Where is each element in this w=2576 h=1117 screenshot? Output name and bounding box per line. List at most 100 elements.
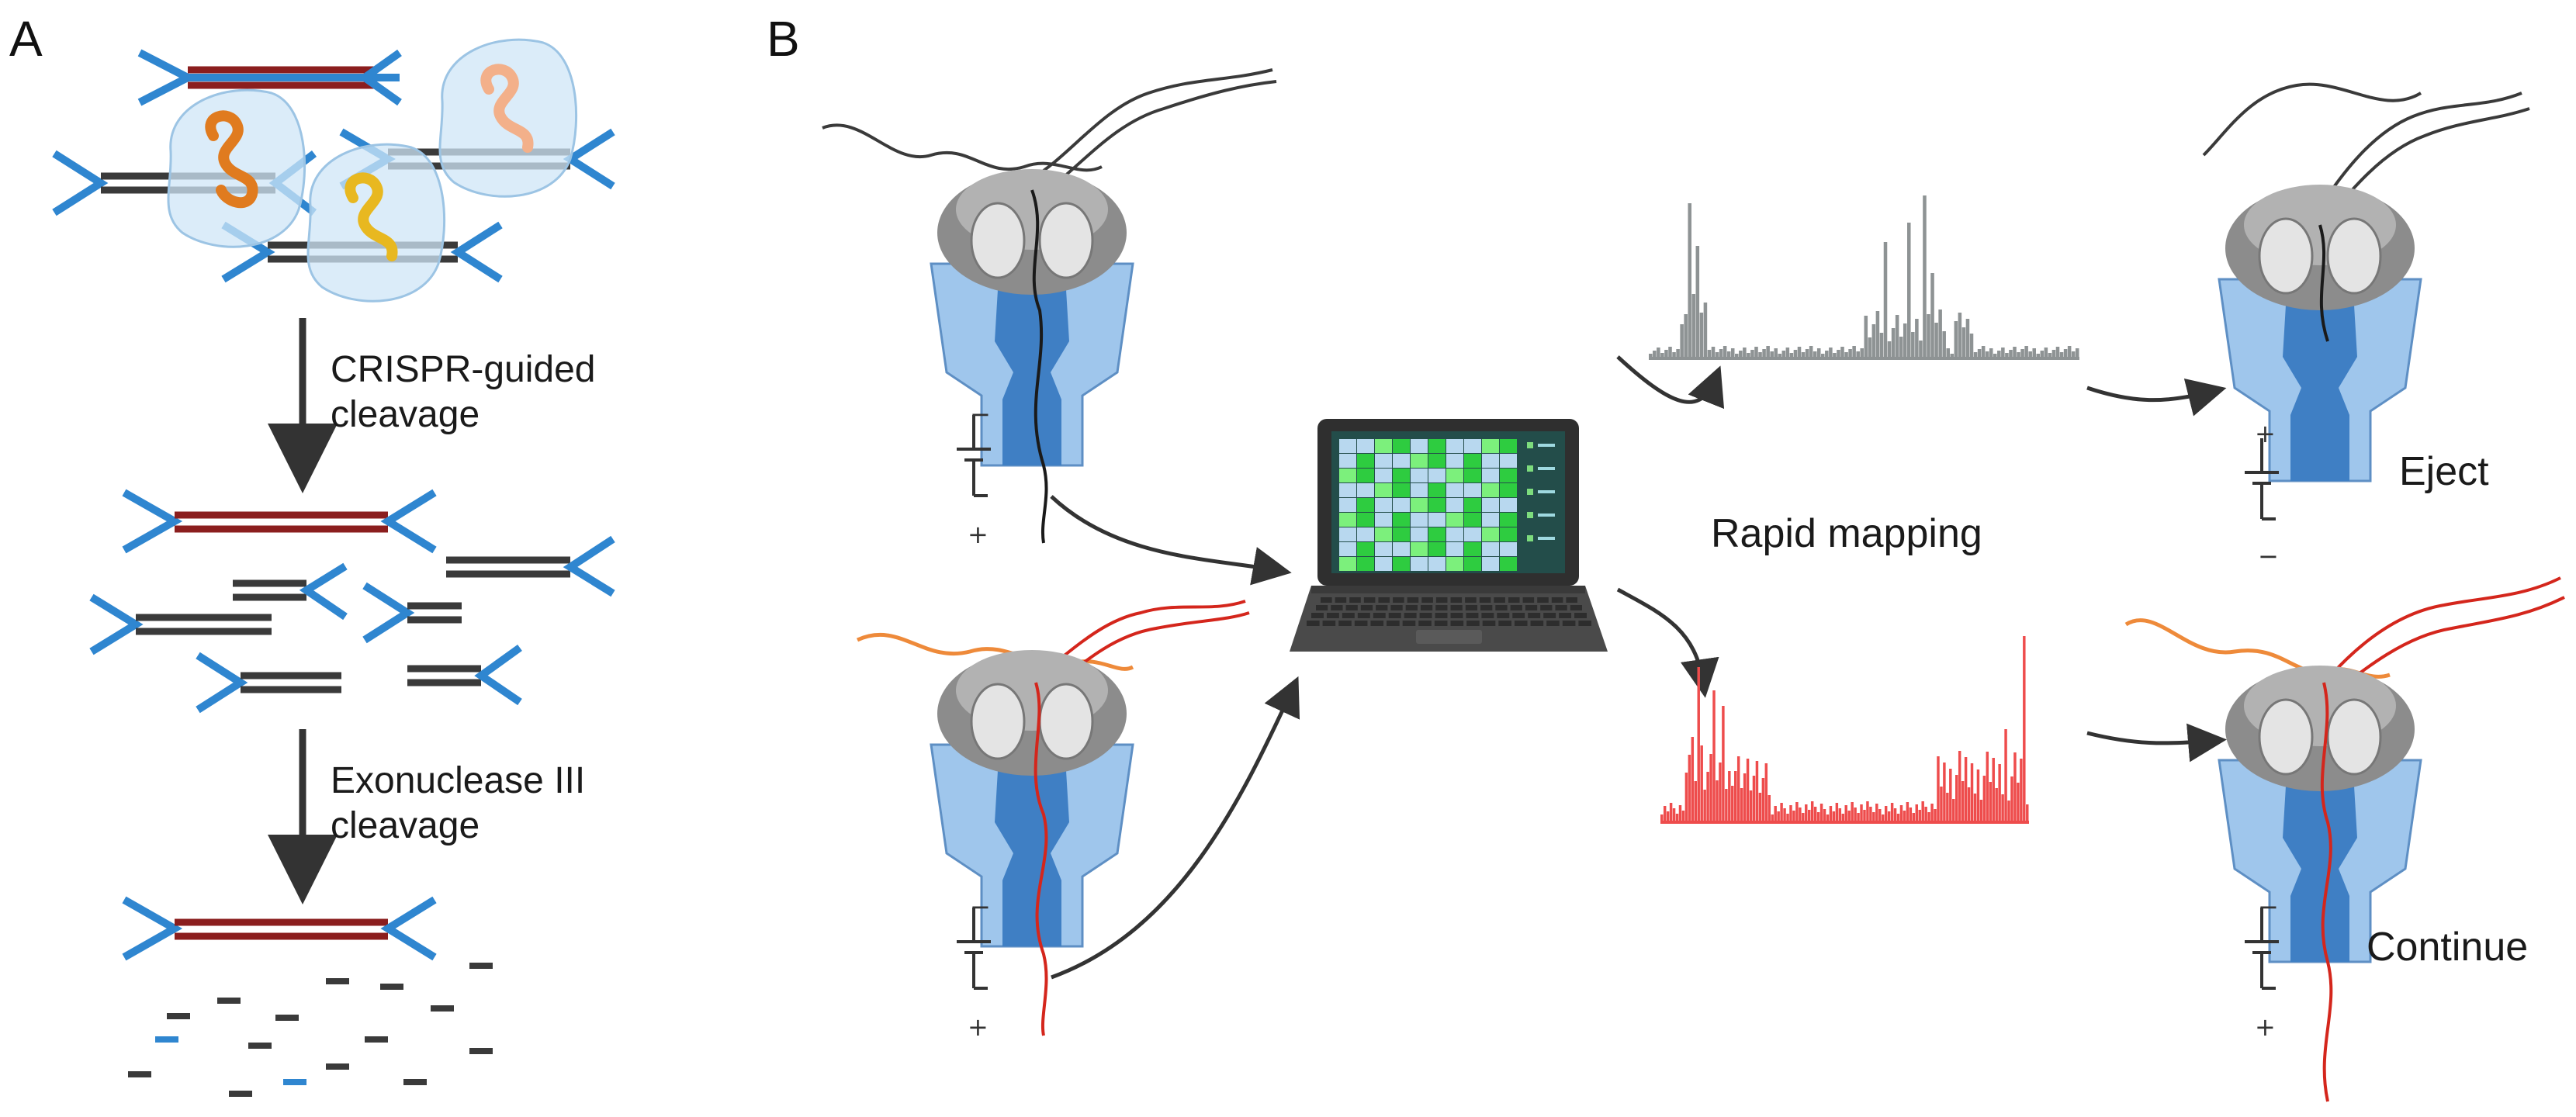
laptop-grid-cell	[1482, 513, 1499, 527]
laptop-icon	[1290, 419, 1608, 652]
arrow-top-pore-to-laptop	[1050, 495, 1292, 586]
trace-bar	[1860, 804, 1863, 822]
trace-bar	[1739, 351, 1743, 358]
trace-bar	[1743, 773, 1747, 822]
laptop-grid-cell	[1375, 439, 1392, 453]
laptop-grid-cell	[1446, 483, 1463, 497]
laptop-key	[1435, 597, 1448, 603]
trace-bar	[2024, 346, 2028, 358]
trace-bar	[1896, 814, 1900, 822]
trace-bar	[1864, 316, 1868, 358]
laptop-grid-cell	[1446, 527, 1463, 541]
laptop-key	[1373, 613, 1386, 618]
laptop-key	[1480, 605, 1493, 610]
pore-right-continue-minus: −	[2258, 892, 2279, 922]
trace-bar	[1684, 773, 1688, 822]
trace-bar	[2017, 352, 2020, 358]
trace-bar	[2075, 348, 2079, 358]
trace-bar	[1967, 787, 1971, 822]
laptop-key	[1465, 605, 1478, 610]
trace-bar	[1911, 332, 1915, 358]
trace-bar	[1795, 802, 1799, 822]
laptop-key	[1331, 605, 1343, 610]
trace-bar	[1891, 328, 1896, 358]
laptop-grid-cell	[1446, 498, 1463, 512]
trace-bar	[1712, 690, 1716, 822]
laptop-key	[1450, 613, 1463, 618]
laptop-grid-cell	[1482, 439, 1499, 453]
trace-bar	[2044, 348, 2048, 358]
trace-bar	[1882, 814, 1885, 822]
panel-b-letter: B	[767, 11, 800, 67]
trace-bar	[1755, 761, 1759, 822]
trace-bar	[1982, 776, 1986, 822]
trace-bar	[1792, 811, 1795, 822]
laptop-key	[1388, 613, 1401, 618]
laptop-key	[1555, 605, 1567, 610]
trace-bar	[1835, 803, 1839, 822]
laptop-grid-cell	[1375, 469, 1392, 482]
trace-bar	[1770, 351, 1774, 358]
laptop-grid-cell	[1357, 483, 1374, 497]
trace-bar	[1934, 323, 1938, 358]
trace-bar	[1780, 803, 1783, 822]
trace-bar	[1955, 775, 1958, 822]
trace-bar	[1847, 811, 1851, 822]
step2-label: Exonuclease III cleavage	[331, 760, 596, 846]
trace-bar	[1793, 350, 1798, 358]
fragment-target-top	[137, 49, 402, 106]
laptop-grid-cell	[1464, 557, 1481, 571]
trace-bar	[2013, 752, 2017, 822]
trace-bar	[1958, 313, 1962, 358]
trace-bar	[2055, 347, 2060, 358]
laptop-key	[1349, 597, 1361, 603]
trace-bar	[1736, 756, 1740, 822]
trace-bar	[1786, 814, 1789, 822]
laptop-key	[1450, 597, 1463, 603]
laptop-grid-cell	[1500, 527, 1517, 541]
trace-bar	[1697, 667, 1700, 822]
laptop-key	[1407, 597, 1419, 603]
trace-bar	[1703, 790, 1706, 822]
laptop-grid-cell	[1339, 498, 1356, 512]
trace-bar	[2013, 347, 2017, 358]
pore-right-eject: + −	[2202, 82, 2530, 571]
trace-bar	[1731, 786, 1734, 822]
trace-bar	[1825, 351, 1829, 358]
laptop-grid-cell	[1339, 454, 1356, 468]
trace-bar	[1777, 811, 1780, 822]
trace-bar	[1954, 321, 1958, 358]
laptop-grid-cell	[1428, 542, 1446, 556]
trace-bar	[1805, 804, 1808, 822]
trace-bar	[1723, 346, 1727, 358]
laptop-grid-cell	[1357, 498, 1374, 512]
laptop-grid-cell	[1411, 469, 1428, 482]
laptop-grid-cell	[1393, 439, 1410, 453]
trace-bar	[1868, 337, 1872, 358]
trace-bar	[1977, 349, 1982, 358]
trace-bar	[1921, 801, 1924, 822]
laptop-grid-cell	[1464, 527, 1481, 541]
step1-label-line2: cleavage	[331, 394, 480, 435]
laptop-grid-cell	[1464, 439, 1481, 453]
laptop-key	[1514, 621, 1528, 626]
laptop-key	[1497, 613, 1510, 618]
digested-nucleotide-debris	[128, 963, 493, 1097]
trace-bar	[1809, 346, 1813, 358]
trace-bar	[1878, 809, 1882, 822]
trace-bar	[1946, 793, 1949, 822]
laptop-key	[1357, 613, 1370, 618]
trace-bar	[1857, 813, 1860, 822]
trace-bar	[1998, 764, 2001, 822]
trace-bar	[1997, 351, 2001, 358]
laptop-grid-cell	[1446, 454, 1463, 468]
trace-bar	[1666, 811, 1670, 822]
trace-bar	[1832, 811, 1836, 822]
trace-bar	[1837, 350, 1840, 358]
trace-bar	[2036, 354, 2041, 358]
trace-bar	[1985, 351, 1989, 358]
laptop-key	[1421, 597, 1433, 603]
trace-bar	[2005, 353, 2009, 358]
trace-bar	[1973, 794, 1977, 822]
